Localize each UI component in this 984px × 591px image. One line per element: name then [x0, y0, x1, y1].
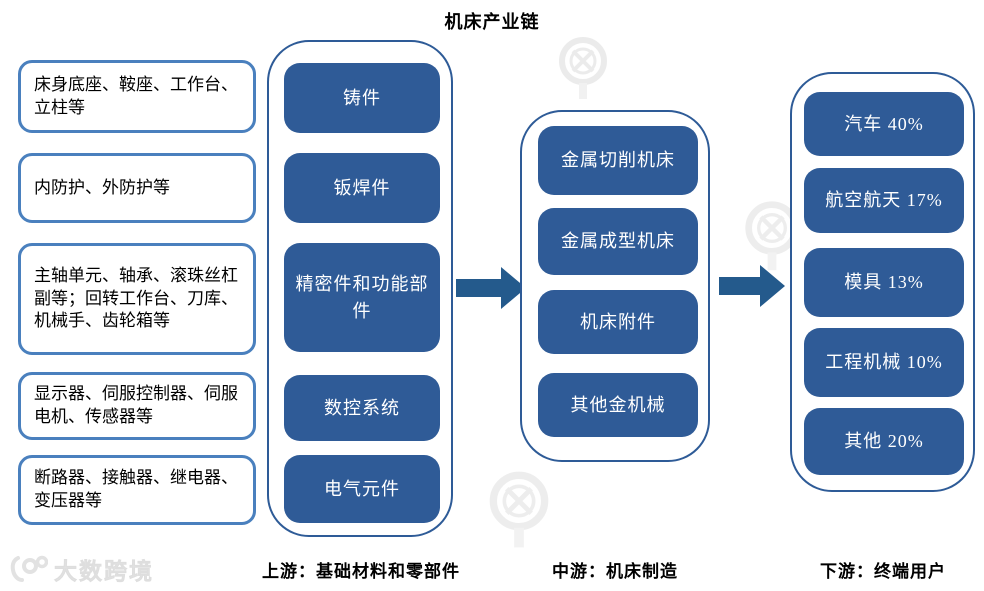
component-box: 电气元件 — [284, 455, 440, 523]
end-user-box: 工程机械 10% — [804, 328, 964, 397]
upstream-material-box: 床身底座、鞍座、工作台、立柱等 — [18, 60, 256, 133]
component-box: 钣焊件 — [284, 153, 440, 223]
seal-watermark-icon — [489, 471, 549, 548]
arrow-shaft — [719, 277, 763, 295]
brand-watermark-icon — [10, 555, 48, 582]
brand-watermark: 大数跨境 — [8, 552, 154, 586]
seal-watermark-icon — [559, 37, 607, 99]
upstream-label: 上游：基础材料和零部件 — [262, 562, 460, 581]
component-box: 精密件和功能部件 — [284, 243, 440, 352]
end-user-box: 其他 20% — [804, 408, 964, 475]
brand-watermark-text: 大数跨境 — [54, 559, 154, 585]
end-user-box: 航空航天 17% — [804, 168, 964, 233]
product-box: 其他金机械 — [538, 373, 698, 437]
upstream-material-box: 内防护、外防护等 — [18, 153, 256, 223]
end-user-box: 汽车 40% — [804, 92, 964, 156]
end-user-box: 模具 13% — [804, 248, 964, 317]
upstream-material-box: 断路器、接触器、继电器、变压器等 — [18, 455, 256, 525]
arrow-shaft — [456, 279, 504, 297]
diagram-title: 机床产业链 — [444, 12, 540, 32]
midstream-label: 中游：机床制造 — [552, 562, 678, 581]
product-box: 机床附件 — [538, 290, 698, 354]
downstream-label: 下游：终端用户 — [820, 562, 946, 581]
component-box: 铸件 — [284, 63, 440, 133]
upstream-material-box: 显示器、伺服控制器、伺服电机、传感器等 — [18, 372, 256, 440]
arrow-head — [760, 265, 785, 307]
component-box: 数控系统 — [284, 375, 440, 441]
upstream-material-box: 主轴单元、轴承、滚珠丝杠副等；回转工作台、刀库、机械手、齿轮箱等 — [18, 243, 256, 355]
product-box: 金属切削机床 — [538, 126, 698, 195]
product-box: 金属成型机床 — [538, 208, 698, 275]
